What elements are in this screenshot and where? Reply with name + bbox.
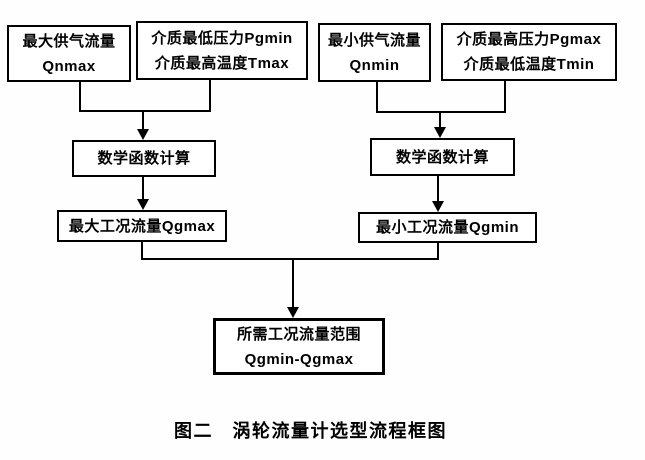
node-max-working-flow: 最大工况流量Qgmax [57,210,227,242]
node-max-supply-flow: 最大供气流量 Qnmax [7,25,131,82]
node-label-line1: 最小供气流量 [327,31,421,49]
node-label: 最大工况流量Qgmax [68,217,216,235]
arrowhead-down-icon [434,127,446,138]
connector-line [209,80,211,112]
node-min-working-flow: 最小工况流量Qgmin [358,212,537,243]
connector-line [142,177,144,199]
node-label-line1: 介质最低压力Pgmin [151,29,293,47]
node-max-pressure-min-temp: 介质最高压力Pgmax 介质最低温度Tmin [441,23,617,81]
connector-line [439,113,441,127]
connector-line [142,111,144,130]
arrowhead-down-icon [137,129,149,140]
node-label: 数学函数计算 [395,148,489,166]
arrowhead-down-icon [137,199,149,210]
node-label: 最小工况流量Qgmin [376,219,519,236]
node-label: 数学函数计算 [97,150,191,167]
node-label-line2: Qnmax [42,57,96,75]
connector-line [376,82,378,113]
arrowhead-down-icon [432,201,444,212]
node-required-flow-range: 所需工况流量范围 Qgmin-Qgmax [213,318,385,375]
connector-line [437,242,439,260]
connector-line [292,260,294,307]
node-label-line1: 所需工况流量范围 [236,325,361,343]
node-label-line2: 介质最高温度Tmax [154,54,290,72]
arrowhead-down-icon [287,307,299,318]
connector-line [437,176,439,201]
figure-caption: 图二 涡轮流量计选型流程框图 [174,421,447,441]
node-min-pressure-max-temp: 介质最低压力Pgmin 介质最高温度Tmax [136,21,308,80]
connector-line [504,81,506,113]
node-math-function-right: 数学函数计算 [370,138,515,176]
connector-line [79,110,211,112]
node-min-supply-flow: 最小供气流量 Qnmin [318,23,431,82]
connector-line [79,82,81,112]
node-label-line1: 介质最高压力Pgmax [456,31,602,48]
node-label-line2: Qgmin-Qgmax [244,350,354,368]
connector-line [141,258,439,260]
node-label-line1: 最大供气流量 [22,32,116,50]
node-math-function-left: 数学函数计算 [72,140,216,177]
node-label-line2: 介质最低温度Tmin [463,56,595,73]
connector-line [376,111,506,113]
connector-line [141,242,143,260]
node-label-line2: Qnmin [349,56,400,74]
